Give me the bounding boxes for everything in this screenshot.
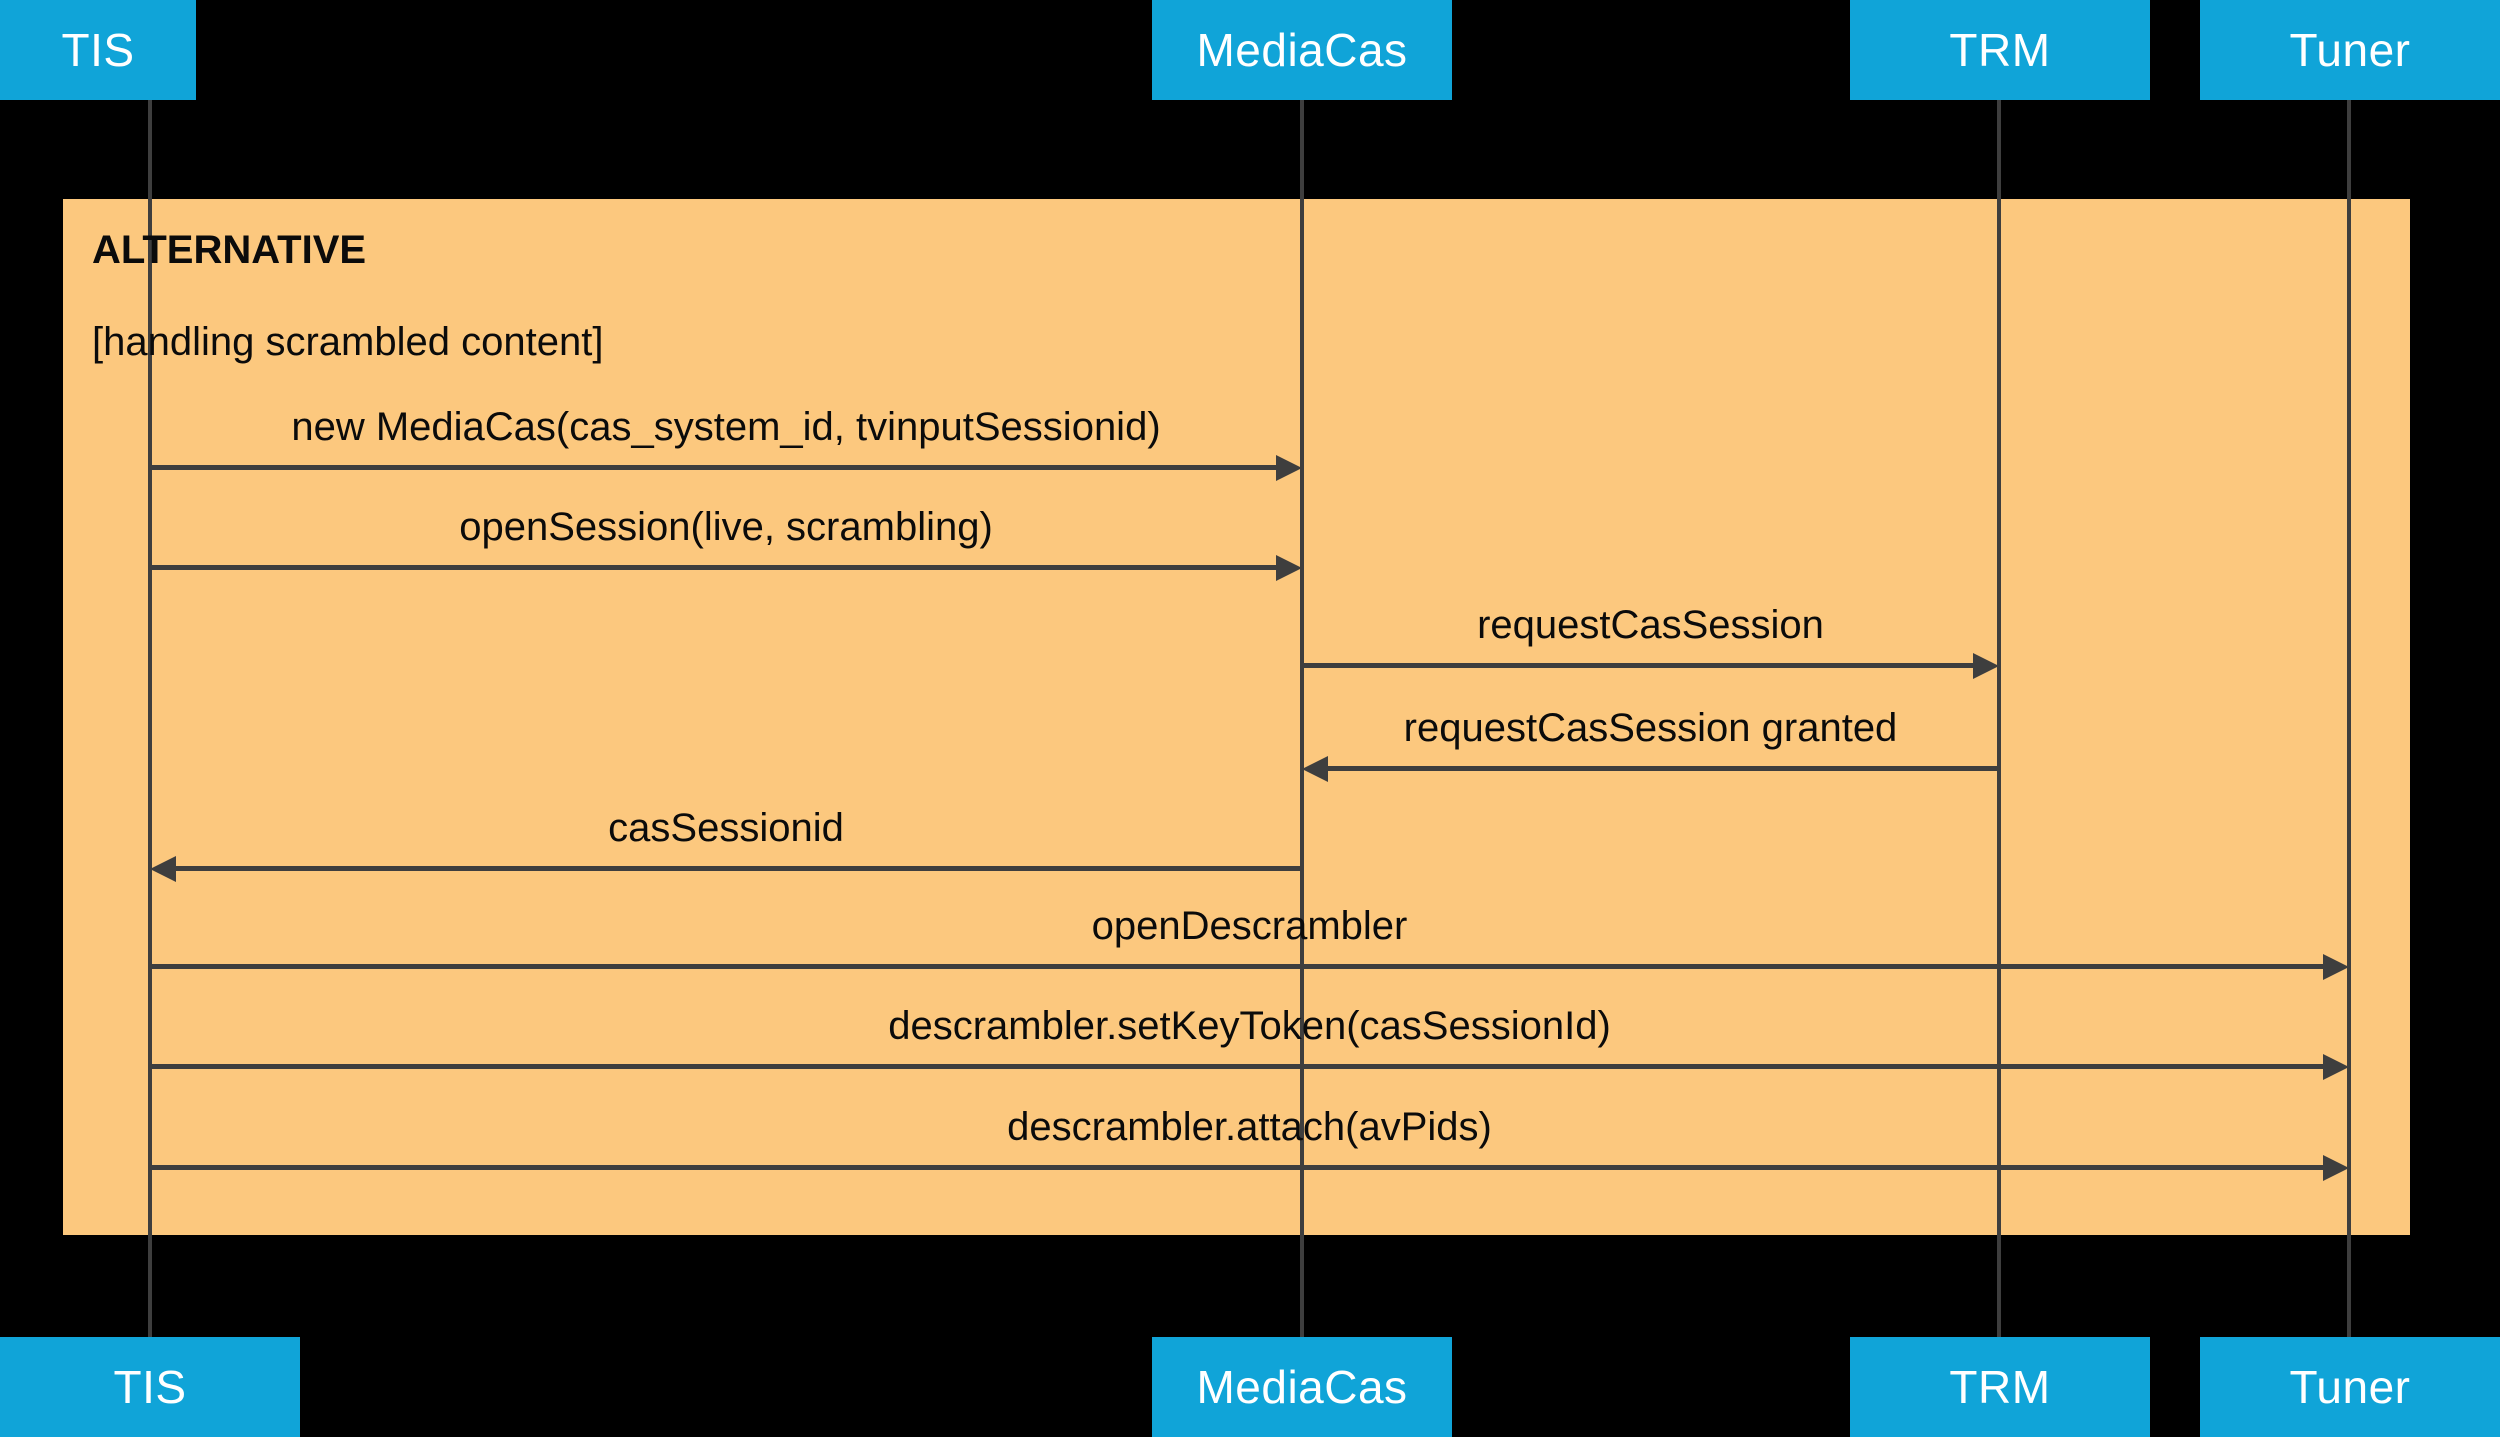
message-line-2 — [150, 565, 1278, 570]
actor-footer-tis-label: TIS — [113, 1361, 187, 1413]
lifeline-tuner-over-fragment — [2347, 199, 2351, 1235]
actor-footer-tis[interactable]: TIS — [0, 1337, 300, 1437]
message-arrowhead-2 — [1276, 555, 1302, 581]
message-arrowhead-4 — [1302, 756, 1328, 782]
message-label-2: openSession(live, scrambling) — [459, 505, 993, 549]
message-line-5 — [174, 866, 1302, 871]
message-label-3: requestCasSession — [1477, 603, 1824, 647]
message-line-3 — [1302, 663, 1975, 668]
message-line-6 — [150, 964, 2325, 969]
actor-footer-trm-label: TRM — [1949, 1361, 2051, 1413]
message-arrowhead-5 — [150, 856, 176, 882]
message-line-1 — [150, 465, 1278, 470]
message-arrowhead-7 — [2323, 1054, 2349, 1080]
message-arrowhead-6 — [2323, 954, 2349, 980]
actor-header-trm-label: TRM — [1949, 24, 2051, 76]
actor-header-mediacas-label: MediaCas — [1196, 24, 1408, 76]
message-label-1: new MediaCas(cas_system_id, tvinputSessi… — [291, 405, 1161, 449]
actor-footer-tuner-label: Tuner — [2289, 1361, 2411, 1413]
message-arrowhead-3 — [1973, 653, 1999, 679]
alt-fragment-guard: [handling scrambled content] — [92, 320, 604, 364]
alt-fragment-title: ALTERNATIVE — [92, 228, 367, 272]
lifeline-mediacas-over-fragment — [1300, 199, 1304, 1235]
actor-footer-mediacas-label: MediaCas — [1196, 1361, 1408, 1413]
message-line-4 — [1326, 766, 1999, 771]
message-label-4: requestCasSession granted — [1403, 706, 1898, 750]
actor-footer-mediacas[interactable]: MediaCas — [1152, 1337, 1452, 1437]
message-label-5: casSessionid — [608, 806, 844, 850]
message-arrowhead-1 — [1276, 455, 1302, 481]
actor-header-mediacas[interactable]: MediaCas — [1152, 0, 1452, 100]
actor-footer-trm[interactable]: TRM — [1850, 1337, 2150, 1437]
message-line-8 — [150, 1165, 2325, 1170]
actor-header-tis[interactable]: TIS — [0, 0, 196, 100]
actor-header-tuner-label: Tuner — [2289, 24, 2411, 76]
alt-fragment-box — [63, 199, 2410, 1235]
message-label-7: descrambler.setKeyToken(casSessionId) — [888, 1004, 1611, 1048]
actor-header-tis-label: TIS — [61, 24, 135, 76]
message-label-8: descrambler.attach(avPids) — [1007, 1105, 1492, 1149]
message-arrowhead-8 — [2323, 1155, 2349, 1181]
lifeline-trm-over-fragment — [1997, 199, 2001, 1235]
actor-header-trm[interactable]: TRM — [1850, 0, 2150, 100]
message-line-7 — [150, 1064, 2325, 1069]
actor-header-tuner[interactable]: Tuner — [2200, 0, 2500, 100]
lifeline-tis-over-fragment — [148, 199, 152, 1235]
message-label-6: openDescrambler — [1091, 904, 1408, 948]
actor-footer-tuner[interactable]: Tuner — [2200, 1337, 2500, 1437]
